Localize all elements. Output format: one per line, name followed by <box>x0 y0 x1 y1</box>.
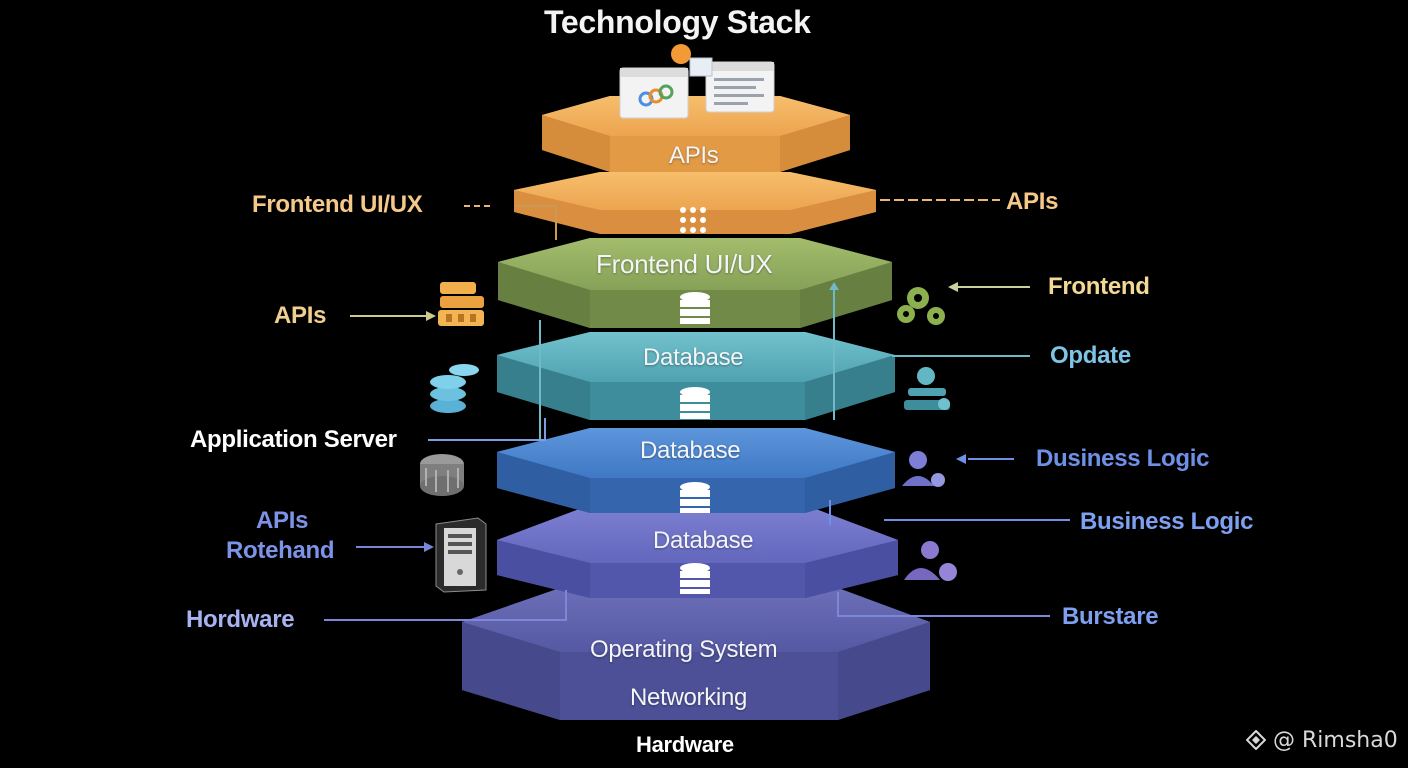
right-label-frontend: Frontend <box>1048 273 1150 300</box>
layer-frontend-slab <box>498 238 892 328</box>
left-connectors <box>324 205 567 621</box>
database-icon-blue <box>680 482 710 513</box>
layer-label-database-blue: Database <box>640 437 741 464</box>
database-icon-teal <box>680 387 710 419</box>
database-stack-icon <box>430 364 479 413</box>
browser-window-icon <box>619 67 689 119</box>
layer-label-database-purple: Database <box>653 527 754 554</box>
gears-icon <box>897 287 945 325</box>
watermark: @ Rimsha0 <box>1245 728 1398 753</box>
layer-label-operating-system: Operating System <box>590 636 778 663</box>
document-window-icon <box>705 61 775 113</box>
user-gear-purple-icon <box>904 541 957 581</box>
left-label-frontend: Frontend UI/UX <box>252 191 423 218</box>
diagram-title: Technology Stack <box>544 4 811 40</box>
network-user-icon <box>904 367 950 410</box>
right-connectors <box>829 199 1070 617</box>
left-label-apis: APIs <box>274 302 327 329</box>
layer-database-purple-slab <box>497 505 898 598</box>
right-label-dusiness-logic: Dusiness Logic <box>1036 445 1210 472</box>
left-label-apis-2: APIs <box>256 507 309 534</box>
user-gear-blue-icon <box>902 451 945 487</box>
layer-label-apis: APIs <box>669 142 719 169</box>
server-tower-icon <box>435 517 487 593</box>
layer-orange-lower-slab <box>514 172 876 234</box>
right-arrowheads <box>829 282 966 464</box>
left-label-rotehand: Rotehand <box>226 537 335 564</box>
database-icon-green <box>680 292 710 324</box>
bottom-label-hardware: Hardware <box>636 732 734 757</box>
database-icon-purple <box>680 563 710 594</box>
left-arrowheads <box>424 311 436 552</box>
sun-gear-icon <box>671 44 713 77</box>
layer-database-teal-slab <box>497 332 895 420</box>
right-label-burstare: Burstare <box>1062 603 1159 630</box>
stacked-boxes-icon <box>438 282 484 326</box>
left-label-application-server: Application Server <box>190 426 397 453</box>
watermark-logo-icon <box>1245 729 1267 751</box>
layer-label-database-teal: Database <box>643 344 744 371</box>
watermark-text: @ Rimsha0 <box>1273 728 1398 753</box>
right-label-apis: APIs <box>1006 188 1059 215</box>
layer-label-frontend: Frontend UI/UX <box>596 249 773 279</box>
left-label-hordware: Hordware <box>186 606 295 633</box>
server-grid-icon <box>680 207 706 233</box>
cylinder-storage-icon <box>420 454 464 496</box>
layer-operating-system-slab <box>462 588 930 720</box>
right-label-opdate: Opdate <box>1050 342 1131 369</box>
layer-label-networking: Networking <box>630 684 748 711</box>
layer-database-blue-slab <box>497 428 895 513</box>
right-label-business-logic: Business Logic <box>1080 508 1254 535</box>
